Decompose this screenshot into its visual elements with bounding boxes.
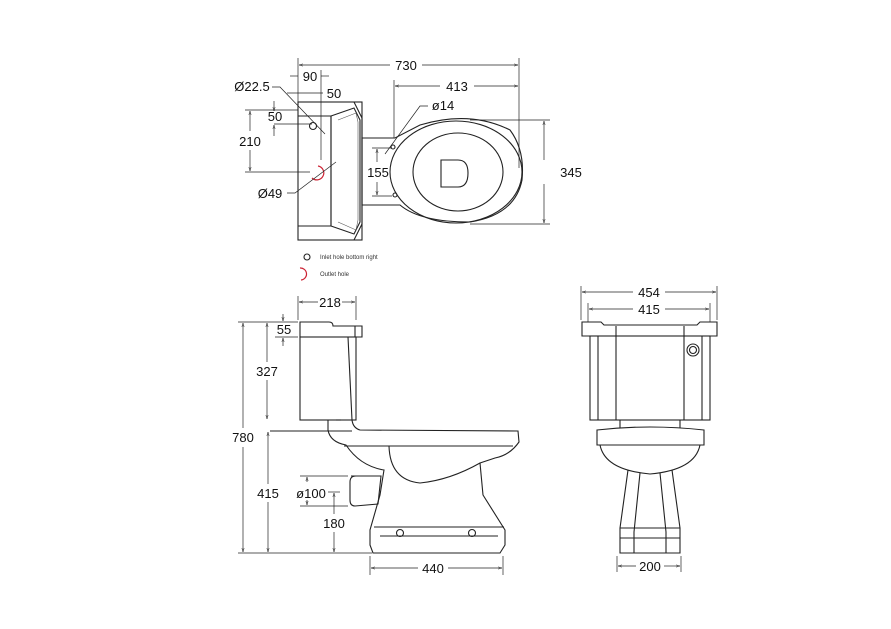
legend-inlet: Inlet hole bottom right: [320, 255, 378, 261]
dim-tank-offset: 90: [303, 69, 317, 84]
fixing-cap: [395, 528, 405, 538]
dim-lid-height: 55: [277, 322, 291, 337]
legend-outlet: Outlet hole: [320, 272, 350, 278]
outlet-spigot: [349, 475, 382, 507]
fixing-hole: [390, 144, 396, 150]
dim-seat-height: 415: [257, 486, 279, 501]
dim-lid-width: 454: [638, 285, 660, 300]
tank-body-front: [589, 335, 711, 421]
dim-tank-depth: 218: [319, 295, 341, 310]
outlet-hole-icon: [311, 165, 325, 181]
dim-outlet-from-back: 210: [239, 134, 261, 149]
front-view: 454 415 200: [580, 285, 718, 574]
dim-base-length: 440: [422, 561, 444, 576]
d-shape: [440, 159, 469, 188]
dim-bowl-length: 413: [446, 79, 468, 94]
dim-overall-length: 730: [395, 58, 417, 73]
dim-outlet-diameter-side: ø100: [296, 486, 326, 501]
dim-overall-height: 780: [232, 430, 254, 445]
inlet-legend-icon: [303, 253, 311, 261]
bowl-rim-front: [596, 426, 705, 446]
dim-outlet-height: 180: [323, 516, 345, 531]
connector-plan: [361, 118, 524, 223]
dim-inlet-from-back: 50: [268, 109, 282, 124]
tank-body-side: [299, 336, 357, 421]
side-view: 218 55 327 780 415 ø100 180 440: [232, 295, 520, 576]
dim-fixing-diameter: ø14: [432, 98, 454, 113]
tank-plan: [297, 101, 363, 241]
dim-inlet-offset: 50: [327, 86, 341, 101]
inlet-hole-icon: [308, 121, 318, 131]
dim-fixing-spacing: 155: [367, 165, 389, 180]
seat-opening: [412, 132, 504, 212]
tank-lid-front: [581, 321, 718, 337]
dim-pedestal-width: 200: [639, 559, 661, 574]
fixing-hole: [392, 192, 398, 198]
top-view: 730 90 50 Ø22.5 413 ø14 50 210 155 345: [234, 58, 582, 241]
flush-button: [686, 343, 700, 357]
fixing-cap: [467, 528, 477, 538]
legend: Inlet hole bottom right Outlet hole: [299, 253, 378, 281]
dim-bowl-width: 345: [560, 165, 582, 180]
tank-lid-side: [299, 321, 363, 338]
outlet-legend-icon: [299, 267, 308, 281]
dim-inlet-diameter: Ø22.5: [234, 79, 269, 94]
dim-tank-width: 415: [638, 302, 660, 317]
dim-outlet-diameter: Ø49: [258, 186, 283, 201]
dim-tank-height: 327: [256, 364, 278, 379]
bowl-plan: [389, 120, 523, 224]
